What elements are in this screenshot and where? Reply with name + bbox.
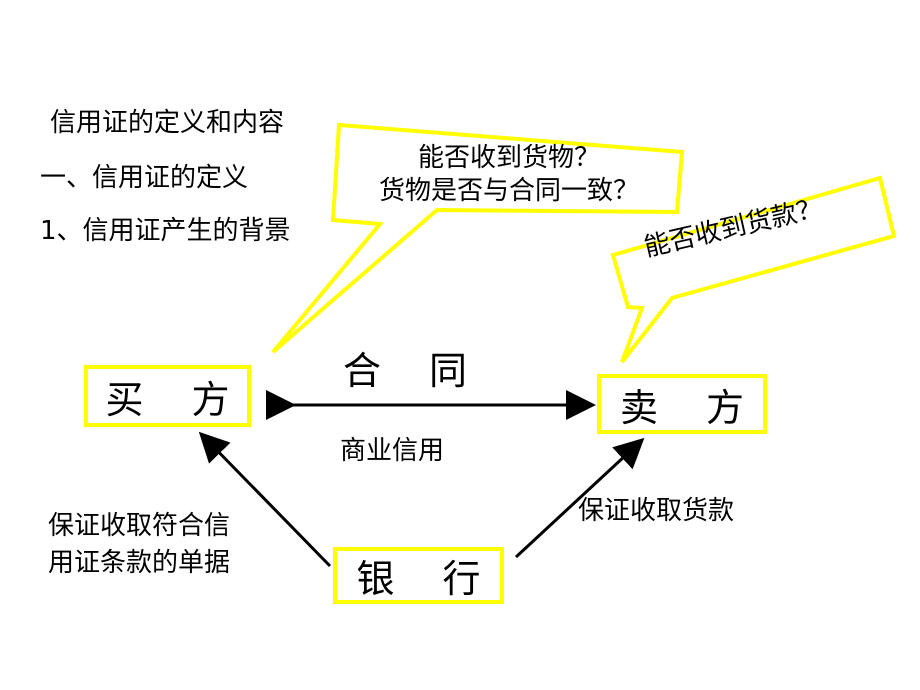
contract-label-a: 合 — [343, 349, 382, 393]
buyer-node: 买方 — [84, 365, 251, 427]
contract-label: 合同 — [343, 340, 467, 395]
subsection-heading: 1、信用证产生的背景 — [40, 216, 291, 246]
section-heading: 一、信用证的定义 — [40, 163, 249, 193]
seller-speech-bubble — [610, 175, 897, 364]
contract-label-b: 同 — [429, 349, 468, 393]
seller-node: 卖方 — [597, 374, 767, 434]
buyer-label-a: 买 — [105, 377, 144, 422]
buyer-question-2: 货物是否与合同一致？ — [378, 176, 639, 206]
bank-to-buyer-arrow — [198, 431, 332, 568]
bank-label-b: 行 — [442, 557, 481, 601]
title-line-1: 信用证的定义和内容 — [50, 108, 285, 138]
bank-label-a: 银 — [356, 557, 395, 601]
seller-label-b: 方 — [706, 385, 745, 430]
commercial-credit-label: 商业信用 — [340, 436, 445, 466]
bank-to-buyer-line-2: 用证条款的单据 — [48, 548, 231, 578]
bank-to-buyer-line-1: 保证收取符合信 — [48, 511, 231, 541]
buyer-question-text: 能否收到货物？ 货物是否与合同一致？ — [350, 142, 668, 208]
bank-to-buyer-label: 保证收取符合信 用证条款的单据 — [48, 508, 230, 582]
seller-label-a: 卖 — [619, 385, 658, 430]
bank-to-seller-arrow — [514, 437, 645, 559]
buyer-question-1: 能否收到货物？ — [417, 143, 600, 173]
buyer-label-b: 方 — [191, 377, 230, 422]
bank-to-seller-label: 保证收取货款 — [578, 496, 735, 526]
buyer-speech-bubble — [271, 122, 685, 354]
bank-node: 银行 — [333, 547, 504, 604]
